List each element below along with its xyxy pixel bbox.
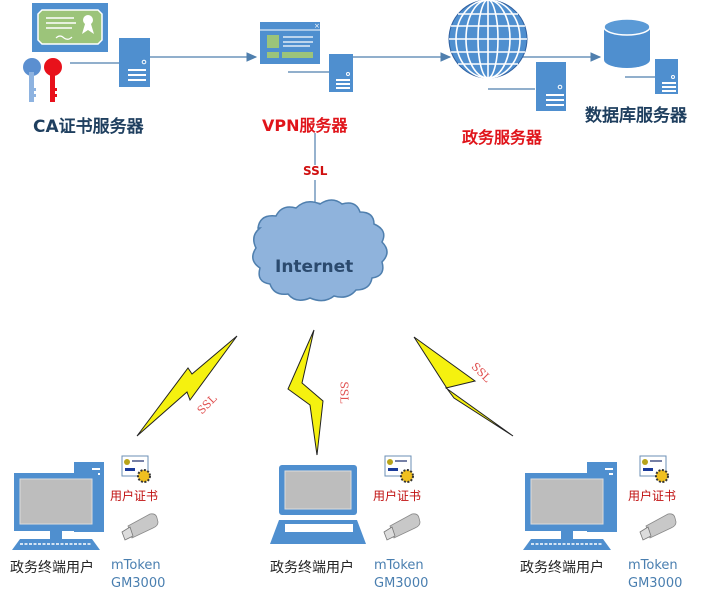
gov-server-icon: [536, 62, 566, 111]
ca-server-label: CA证书服务器: [33, 117, 144, 137]
token-name: mToken: [111, 558, 161, 573]
usb-token-icon-3: [639, 513, 677, 541]
token-label-2: mToken GM3000: [374, 557, 428, 593]
user-cert-icon-1: [121, 455, 151, 483]
lightning-bolt-left: [136, 335, 238, 437]
token-model: GM3000: [374, 576, 429, 591]
ca-server-icon: [119, 38, 150, 87]
vpn-server-icon: [329, 54, 353, 92]
browser-window-icon: ×: [260, 22, 320, 64]
desktop-computer-icon-2: [523, 462, 617, 550]
terminal-user-label-1: 政务终端用户: [10, 560, 94, 576]
usb-token-icon-2: [383, 513, 421, 541]
lightning-bolt-right: [413, 336, 514, 437]
terminal-user-label-2: 政务终端用户: [270, 560, 354, 576]
token-model: GM3000: [628, 576, 683, 591]
ssl-label-center: SSL: [337, 381, 351, 404]
db-server-icon: [655, 59, 678, 94]
svg-text:×: ×: [314, 22, 320, 30]
user-cert-label-1: 用户证书: [110, 489, 159, 503]
internet-label: Internet: [275, 257, 354, 277]
database-icon: [603, 18, 651, 68]
token-label-1: mToken GM3000: [111, 557, 165, 593]
user-cert-icon-3: [639, 455, 669, 483]
certificate-icon: [32, 3, 108, 52]
lightning-bolt-center: [287, 329, 324, 456]
vpn-server-label: VPN服务器: [262, 116, 348, 135]
red-key-icon: [44, 58, 62, 102]
token-model: GM3000: [111, 576, 166, 591]
gov-server-label: 政务服务器: [462, 128, 543, 147]
internet-cloud-icon: [252, 199, 388, 302]
blue-key-icon: [23, 58, 41, 102]
user-cert-label-3: 用户证书: [628, 489, 677, 503]
terminal-user-label-3: 政务终端用户: [520, 560, 604, 576]
laptop-computer-icon: [270, 465, 366, 544]
token-name: mToken: [628, 558, 678, 573]
user-cert-icon-2: [384, 455, 414, 483]
db-server-label: 数据库服务器: [585, 106, 687, 126]
token-label-3: mToken GM3000: [628, 557, 682, 593]
user-cert-label-2: 用户证书: [373, 489, 422, 503]
token-name: mToken: [374, 558, 424, 573]
desktop-computer-icon-1: [12, 462, 104, 550]
ssl-label-top: SSL: [303, 164, 328, 178]
usb-token-icon-1: [121, 513, 159, 541]
globe-icon: [448, 0, 528, 79]
